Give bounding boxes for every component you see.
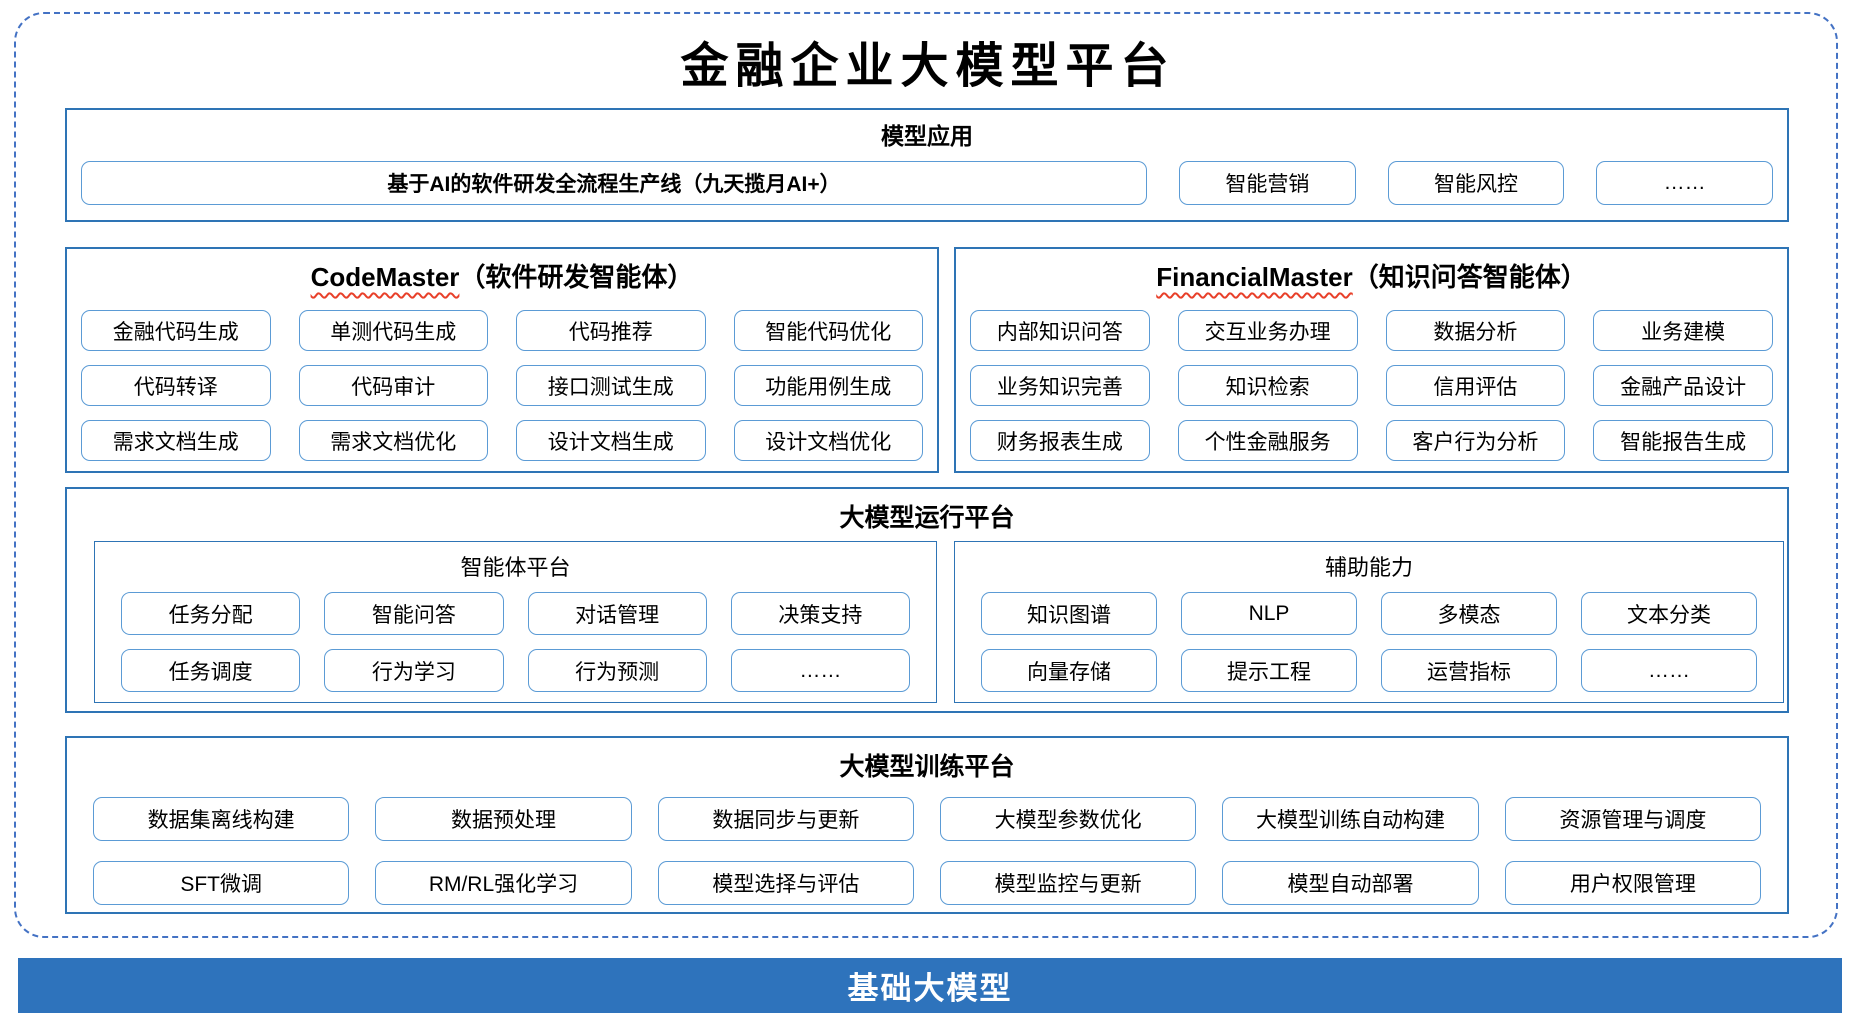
section-training-platform: 大模型训练平台 数据集离线构建 数据预处理 数据同步与更新 大模型参数优化 大模… [65,736,1789,914]
capability-item: 信用评估 [1385,365,1566,406]
runtime-item: 知识图谱 [981,592,1157,635]
runtime-item-ellipsis: …… [730,649,910,692]
capability-item: 代码审计 [298,365,488,406]
financial-master-grid: 内部知识问答 交互业务办理 数据分析 业务建模 业务知识完善 知识检索 信用评估… [956,304,1787,461]
code-master-grid: 金融代码生成 单测代码生成 代码推荐 智能代码优化 代码转译 代码审计 接口测试… [67,304,937,461]
section-header-applications: 模型应用 [881,123,973,149]
app-item-production-line: 基于AI的软件研发全流程生产线（九天揽月AI+） [81,161,1147,205]
auxiliary-grid: 知识图谱 NLP 多模态 文本分类 向量存储 提示工程 运营指标 …… [955,582,1783,692]
runtime-header: 大模型运行平台 [839,504,1015,532]
capability-item: 需求文档生成 [81,420,271,461]
capability-item: 金融产品设计 [1593,365,1773,406]
training-item: 模型自动部署 [1222,861,1479,905]
capability-item: 设计文档生成 [516,420,706,461]
runtime-item: 提示工程 [1181,649,1357,692]
section-code-master: CodeMaster（软件研发智能体） 金融代码生成 单测代码生成 代码推荐 智… [65,247,939,473]
training-item: 模型选择与评估 [657,861,914,905]
runtime-item: 任务调度 [121,649,301,692]
runtime-item: 文本分类 [1581,592,1757,635]
runtime-item: 智能问答 [324,592,504,635]
training-header: 大模型训练平台 [839,753,1015,781]
capability-item: 数据分析 [1385,310,1566,351]
code-master-name-en: CodeMaster [310,262,460,292]
financial-master-header: FinancialMaster（知识问答智能体） [956,257,1787,294]
capability-item: 智能代码优化 [733,310,923,351]
capability-item: 知识检索 [1177,365,1358,406]
section-runtime-platform: 大模型运行平台 智能体平台 任务分配 智能问答 对话管理 决策支持 任务调度 行… [65,487,1789,713]
foundation-model-bar: 基础大模型 [18,958,1842,1013]
app-item: 智能风控 [1387,161,1565,205]
outer-dashed-border [14,12,1838,938]
training-item: 资源管理与调度 [1504,797,1761,841]
runtime-item: NLP [1181,592,1357,635]
capability-item: 个性金融服务 [1177,420,1358,461]
agent-platform-box: 智能体平台 任务分配 智能问答 对话管理 决策支持 任务调度 行为学习 行为预测… [94,541,937,703]
capability-item: 财务报表生成 [970,420,1150,461]
applications-row: 基于AI的软件研发全流程生产线（九天揽月AI+） 智能营销 智能风控 …… [81,161,1774,205]
runtime-item: 行为学习 [324,649,504,692]
app-item: 智能营销 [1179,161,1356,205]
capability-item: 设计文档优化 [733,420,923,461]
runtime-item: 任务分配 [121,592,301,635]
financial-master-name-en: FinancialMaster [1156,262,1353,292]
foundation-model-label: 基础大模型 [847,971,1013,1006]
runtime-item: 多模态 [1381,592,1557,635]
app-item-ellipsis: …… [1596,161,1774,205]
training-item: 数据同步与更新 [657,797,914,841]
code-master-name-cn: （软件研发智能体） [459,262,694,292]
runtime-item-ellipsis: …… [1581,649,1757,692]
agent-platform-grid: 任务分配 智能问答 对话管理 决策支持 任务调度 行为学习 行为预测 …… [95,582,936,692]
runtime-item: 运营指标 [1381,649,1557,692]
capability-item: 代码转译 [81,365,271,406]
financial-master-name-cn: （知识问答智能体） [1352,262,1587,292]
training-item: 数据集离线构建 [93,797,350,841]
code-master-header: CodeMaster（软件研发智能体） [67,257,937,294]
capability-item: 客户行为分析 [1385,420,1566,461]
capability-item: 金融代码生成 [81,310,271,351]
capability-item: 交互业务办理 [1177,310,1358,351]
runtime-item: 行为预测 [527,649,707,692]
runtime-item: 决策支持 [730,592,910,635]
training-item: 数据预处理 [375,797,632,841]
capability-item: 智能报告生成 [1593,420,1773,461]
training-item: 大模型训练自动构建 [1222,797,1479,841]
capability-item: 业务知识完善 [970,365,1150,406]
training-item: SFT微调 [93,861,350,905]
capability-item: 单测代码生成 [298,310,488,351]
capability-item: 代码推荐 [516,310,706,351]
training-item: 模型监控与更新 [940,861,1197,905]
training-item: 用户权限管理 [1504,861,1761,905]
auxiliary-capability-box: 辅助能力 知识图谱 NLP 多模态 文本分类 向量存储 提示工程 运营指标 …… [954,541,1784,703]
capability-item: 业务建模 [1593,310,1773,351]
agent-platform-header: 智能体平台 [460,555,571,580]
capability-item: 内部知识问答 [970,310,1150,351]
runtime-item: 对话管理 [527,592,707,635]
page-title: 金融企业大模型平台 [680,38,1176,94]
section-model-applications: 模型应用 基于AI的软件研发全流程生产线（九天揽月AI+） 智能营销 智能风控 … [65,108,1789,222]
runtime-item: 向量存储 [981,649,1157,692]
training-grid: 数据集离线构建 数据预处理 数据同步与更新 大模型参数优化 大模型训练自动构建 … [67,783,1787,905]
auxiliary-header: 辅助能力 [1324,555,1413,580]
section-financial-master: FinancialMaster（知识问答智能体） 内部知识问答 交互业务办理 数… [954,247,1789,473]
capability-item: 功能用例生成 [733,365,923,406]
training-item: 大模型参数优化 [940,797,1197,841]
capability-item: 接口测试生成 [516,365,706,406]
training-item: RM/RL强化学习 [375,861,632,905]
capability-item: 需求文档优化 [298,420,488,461]
